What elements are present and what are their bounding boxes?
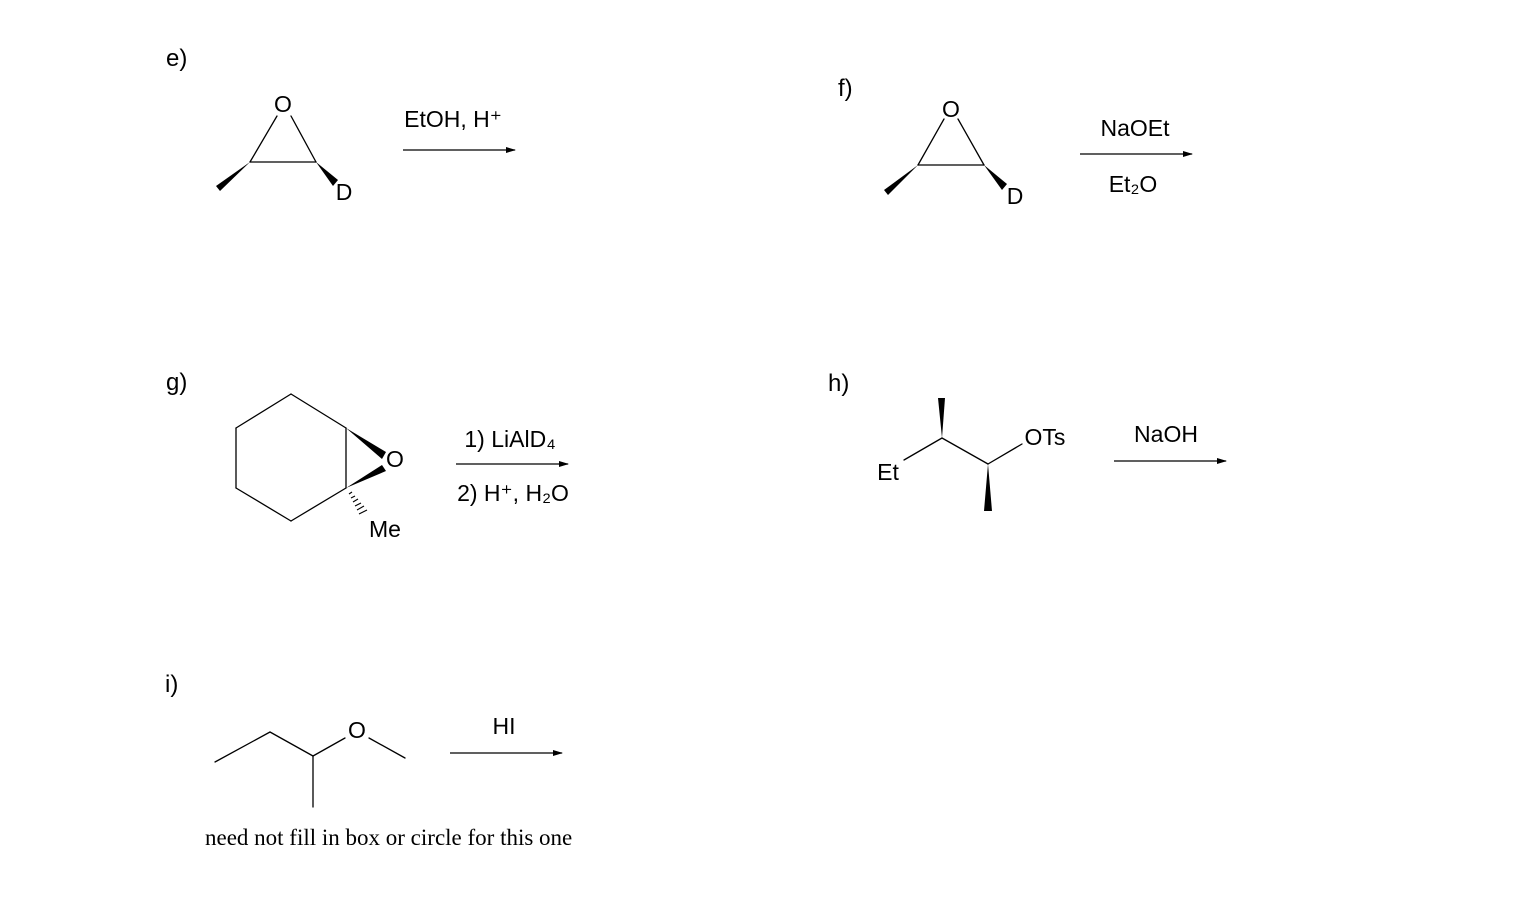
methyl-label: Me bbox=[369, 516, 401, 542]
oxygen-atom: O bbox=[348, 717, 366, 743]
methyl-hashed-bond bbox=[348, 491, 368, 515]
problem-label-f: f) bbox=[838, 75, 853, 102]
solvent-label: Et₂O bbox=[1109, 171, 1158, 197]
chain-bond bbox=[214, 731, 271, 763]
epoxide-wedge-bond bbox=[346, 465, 386, 488]
oxygen-atom: O bbox=[942, 96, 960, 122]
problem-label-h: h) bbox=[828, 370, 849, 397]
reagent-step-2: 2) H⁺, H₂O bbox=[457, 480, 569, 506]
methyl-wedge-bond bbox=[216, 162, 250, 191]
epoxide-wedge-bond bbox=[346, 428, 386, 459]
tosylate-label: OTs bbox=[1025, 424, 1066, 450]
epoxide-structure-f: O D bbox=[884, 96, 1023, 209]
ring-bond bbox=[917, 118, 945, 166]
problem-e: e) O D EtOH, H⁺ bbox=[166, 45, 516, 205]
ring-bond bbox=[235, 487, 292, 522]
ring-bond bbox=[290, 487, 347, 522]
problem-label-g: g) bbox=[166, 369, 187, 396]
epoxide-structure-e: O D bbox=[216, 91, 352, 205]
reagent-step-1: 1) LiAlD₄ bbox=[464, 426, 555, 452]
ether-bond bbox=[368, 737, 406, 759]
deuterium-wedge-bond bbox=[316, 162, 338, 186]
ring-bond bbox=[957, 118, 985, 166]
cyclohexene-oxide-structure: O Me bbox=[235, 393, 404, 542]
problem-g: g) O Me 1) LiAlD₄ 2) H⁺, H₂O bbox=[166, 369, 569, 542]
chain-bond bbox=[941, 437, 989, 465]
ring-bond bbox=[290, 115, 317, 163]
ether-structure: O bbox=[214, 717, 406, 808]
problem-h: h) Et OTs NaOH bbox=[828, 370, 1227, 511]
methyl-wedge-bond bbox=[938, 398, 945, 438]
problem-i: i) O HI need not fill in box or circle f… bbox=[165, 671, 572, 850]
problem-label-e: e) bbox=[166, 45, 187, 72]
problem-label-i: i) bbox=[165, 671, 178, 698]
reagent-label: NaOH bbox=[1134, 421, 1198, 447]
reagent-label: NaOEt bbox=[1100, 115, 1170, 141]
ring-bond bbox=[235, 393, 292, 429]
reagent-label: EtOH, H⁺ bbox=[404, 106, 502, 132]
chain-bond bbox=[903, 437, 943, 461]
ether-bond bbox=[312, 737, 346, 757]
methyl-wedge-bond bbox=[884, 165, 918, 195]
oxygen-atom: O bbox=[274, 91, 292, 117]
chain-bond bbox=[987, 443, 1023, 465]
deuterium-wedge-bond bbox=[984, 165, 1007, 190]
oxygen-atom: O bbox=[386, 446, 404, 472]
ring-bond bbox=[290, 393, 347, 429]
methyl-wedge-bond bbox=[984, 464, 992, 511]
ethyl-label: Et bbox=[877, 459, 899, 485]
instruction-note: need not fill in box or circle for this … bbox=[205, 825, 572, 850]
ring-bond bbox=[249, 115, 278, 163]
deuterium-atom: D bbox=[336, 179, 353, 205]
reagent-label: HI bbox=[493, 713, 516, 739]
alkyl-tosylate-structure: Et OTs bbox=[877, 398, 1065, 511]
chain-bond bbox=[269, 731, 314, 757]
deuterium-atom: D bbox=[1007, 183, 1024, 209]
problem-f: f) O D NaOEt Et₂O bbox=[838, 75, 1193, 209]
